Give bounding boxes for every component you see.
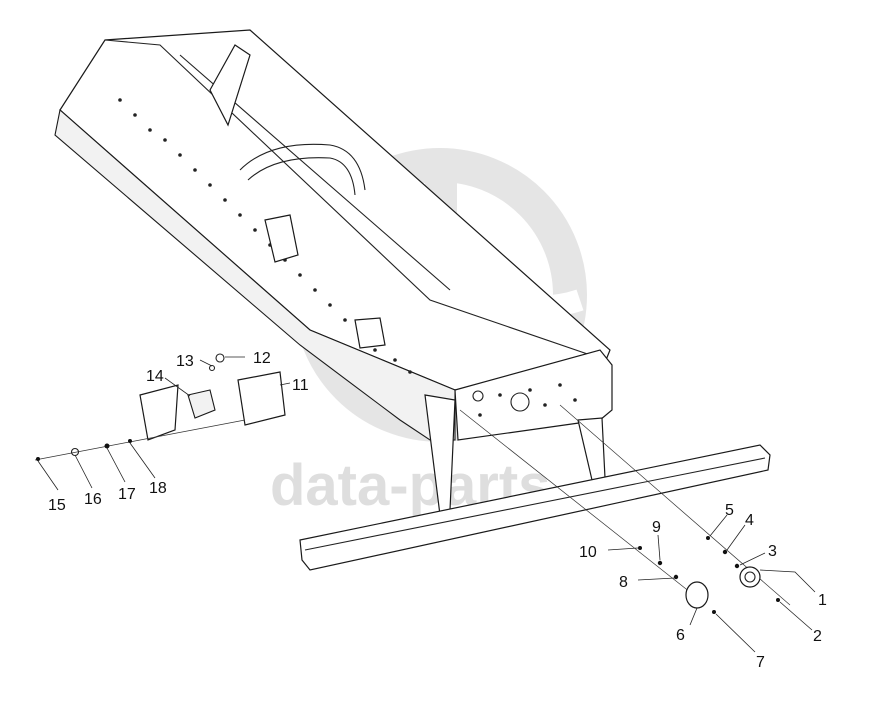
callout-labels: 1 2 3 4 5 6 7 8 9 10 11 12 13 14 15 16 1… [48, 350, 827, 671]
callout-10: 10 [579, 544, 597, 561]
callout-8: 8 [619, 574, 628, 591]
callout-5: 5 [725, 502, 734, 519]
part-10-washer [638, 546, 642, 550]
callout-16: 16 [84, 491, 102, 508]
part-5-washer [706, 536, 710, 540]
part-4-nut [722, 549, 728, 555]
callout-7: 7 [756, 654, 765, 671]
callout-2: 2 [813, 628, 822, 645]
part-13-washer [208, 364, 216, 372]
part-18-plate [139, 384, 179, 441]
callout-17: 17 [118, 486, 136, 503]
callout-1: 1 [818, 592, 827, 609]
leader-lines [37, 356, 816, 653]
part-6-bushing [685, 581, 709, 609]
callout-18: 18 [149, 480, 167, 497]
callout-4: 4 [745, 512, 754, 529]
callout-6: 6 [676, 627, 685, 644]
part-8-washer [673, 574, 679, 580]
part-14-connector [187, 389, 216, 419]
part-1-bushing [739, 566, 761, 588]
part-11-module [237, 371, 286, 426]
front-mount-hardware [459, 404, 791, 614]
part-9-nut [657, 560, 663, 566]
part-7-bolt [712, 610, 716, 614]
callout-15: 15 [48, 497, 66, 514]
part-12-bolt [215, 353, 225, 363]
callout-11: 11 [292, 377, 309, 394]
control-unit-assembly [34, 353, 286, 461]
callout-12: 12 [253, 350, 271, 367]
callout-3: 3 [768, 543, 777, 560]
part-2-bolt [776, 598, 780, 602]
part-3-washer [734, 563, 740, 569]
callout-9: 9 [652, 519, 661, 536]
callout-13: 13 [176, 353, 194, 370]
callout-14: 14 [146, 368, 164, 385]
chassis-frame [54, 29, 771, 571]
